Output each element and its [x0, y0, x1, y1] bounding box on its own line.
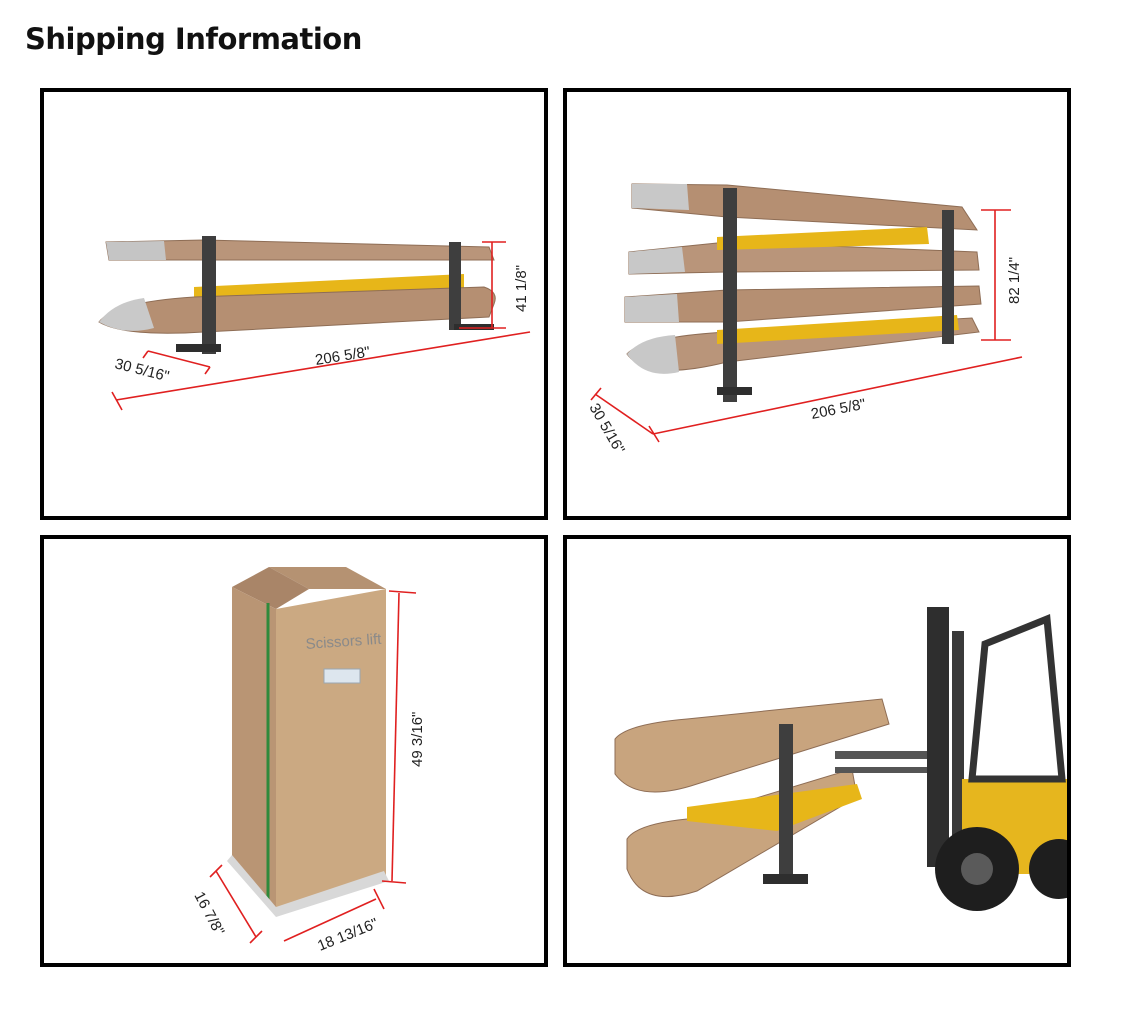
- dim-depth: 18 13/16": [315, 915, 380, 955]
- photo-two-rack-package: 41 1/8" 206 5/8" 30 5/16": [40, 88, 548, 520]
- pallet-base: [227, 855, 389, 917]
- photo-four-rack-package: 82 1/4" 206 5/8" 30 5/16": [563, 88, 1071, 520]
- boxed-unit-illustration: Scissors lift 49 3/16" 16 7/8" 18 13/16": [190, 567, 426, 955]
- dimension-lines: [111, 241, 531, 411]
- rack-foot: [763, 874, 808, 884]
- box-left-face: [232, 587, 276, 915]
- two-rack-illustration: 41 1/8" 206 5/8" 30 5/16": [98, 236, 531, 411]
- dimension-lines: [209, 590, 417, 944]
- forklift: [835, 607, 1067, 911]
- box-top: [269, 567, 386, 589]
- wrap-end-top: [106, 241, 166, 260]
- box-label: Scissors lift: [305, 631, 383, 653]
- dim-height: 49 3/16": [409, 712, 426, 767]
- dimension-lines: [590, 209, 1023, 443]
- wrapped-package-stack: [624, 183, 982, 374]
- dim-length: 206 5/8": [314, 343, 371, 368]
- rack-post-right: [942, 210, 954, 344]
- dim-height: 82 1/4": [1006, 257, 1023, 304]
- dim-height: 41 1/8": [513, 265, 530, 312]
- rack-foot: [717, 387, 752, 395]
- dim-width: 30 5/16": [586, 401, 628, 457]
- wrapped-package-bottom: [98, 286, 496, 334]
- rack-post: [779, 724, 793, 884]
- box-top-side: [232, 567, 309, 609]
- dim-width: 16 7/8": [190, 889, 227, 939]
- page-title: Shipping Information: [25, 22, 362, 56]
- wrapped-loads: [614, 698, 890, 898]
- four-rack-illustration: 82 1/4" 206 5/8" 30 5/16": [586, 183, 1023, 457]
- photo-boxed-unit: Scissors lift 49 3/16" 16 7/8" 18 13/16": [40, 535, 548, 967]
- rack-post-left: [723, 188, 737, 402]
- box-sticker: [323, 668, 361, 684]
- photo-forklift-loading: [563, 535, 1071, 967]
- forklift-illustration: [614, 607, 1067, 911]
- dim-width: 30 5/16": [113, 355, 171, 385]
- wrap-end-bottom: [99, 298, 154, 331]
- rack-post-left: [202, 236, 216, 354]
- rack-foot-right: [454, 324, 494, 330]
- rack-post-right: [449, 242, 461, 330]
- rack-foot-left: [176, 344, 221, 352]
